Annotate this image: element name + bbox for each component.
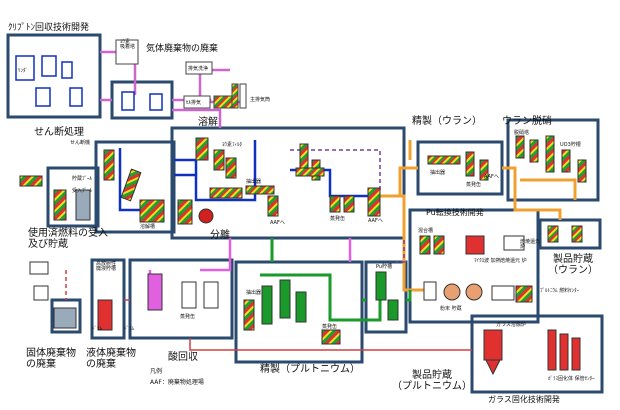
tag-extractor: 抽出器 — [246, 178, 261, 185]
tag-u-calcine: 焙焼還元 炉 — [520, 239, 541, 250]
pool-frame — [46, 166, 100, 228]
tag-aaf-b: AAFへ — [368, 218, 383, 224]
tag-main-stack: 主排気筒 — [250, 96, 270, 103]
tag-exhaust-a: 排気洗浄 — [188, 65, 208, 72]
dissolution-frame — [170, 126, 406, 240]
label-solid-waste: 固体廃棄物 の廃棄 — [26, 348, 76, 370]
u-refine-frame — [416, 140, 504, 196]
tag-uo3-storage: UO3貯槽 — [560, 141, 581, 148]
tag-u-aaf: AAFへ — [484, 174, 499, 180]
label-krypton: ｸﾘﾌﾟﾄﾝ回収技術開発 — [8, 21, 89, 33]
label-acid-recovery: 酸回収 — [168, 350, 198, 363]
label-dissolution: 溶解 — [198, 115, 218, 128]
tag-pu-center: ﾌﾟﾙﾄﾆｳﾑ 燃料ｾﾝﾀｰ — [540, 287, 580, 294]
label-spent-fuel: 使用済燃料の受入 及び貯蔵 — [28, 228, 108, 250]
tag-pu-evap: 蒸発缶 — [322, 323, 337, 330]
section-frames — [6, 33, 604, 394]
tag-denit-tank: 脱硝塔 — [514, 129, 529, 136]
tag-storage-pool: 貯蔵ﾌﾟｰﾙ — [72, 175, 93, 182]
tag-melter: ガラス溶融炉 — [496, 321, 526, 328]
tag-canister: ｶﾞﾗｽ固化体 保管ｾﾝﾀｰ — [548, 375, 595, 382]
vitrification-frame — [470, 314, 604, 394]
label-separation: 分離 — [210, 228, 230, 241]
shear-frame — [94, 140, 176, 234]
tag-iodine-filter: ﾖｳ素ﾌｨﾙﾀ — [222, 141, 243, 148]
tag-liquid-tank: 高放射性 廃液貯槽 — [96, 261, 117, 272]
acid-frame — [128, 258, 234, 340]
tag-pu-mix: 混合槽 — [418, 227, 433, 234]
label-product-storage-pu: 製品貯蔵 （プルトニウム） — [392, 370, 472, 392]
pu-conversion-frame — [408, 208, 540, 324]
label-shearing: せん断処理 — [34, 125, 84, 138]
tag-aaf-a: AAFへ — [270, 220, 285, 226]
tag-dissolver: 溶解槽 — [140, 223, 155, 230]
tag-shear-machine: せん断機 — [70, 139, 90, 146]
tag-evaporator: 蒸発缶 — [330, 215, 345, 222]
tag-krypton-tank: ﾘﾝﾀﾞ — [18, 67, 28, 74]
label-uranium-denitration: ウラン脱硝 — [502, 114, 552, 127]
tag-pu-extract: 抽出器 — [246, 289, 261, 296]
u-storage-frame — [538, 218, 602, 250]
label-refining-pu: 精製（プルトニウム） — [260, 362, 360, 375]
label-gaseous-waste: 気体廃棄物の廃棄 — [146, 42, 218, 54]
label-liquid-waste: 液体廃棄物 の廃棄 — [86, 348, 136, 370]
label-legend-aaf: AAF：廃棄物処理場 — [150, 378, 204, 386]
tag-mw-heat: ﾏｲｸﾛ波 加熱 — [474, 257, 501, 264]
tag-drum-a: ﾄﾞﾗﾑ — [92, 325, 103, 332]
tag-drum-b: ﾄﾞﾗﾑ — [124, 325, 135, 332]
tag-u-refine: 抽出器 — [430, 169, 445, 176]
equipment — [15, 39, 587, 376]
tag-receiving-pool: 受入ﾌﾟｰﾙ — [72, 187, 93, 194]
tag-pu-powder: 粉末 貯蔵 — [440, 305, 462, 312]
label-product-storage-u: 製品貯蔵 （ウラン） — [548, 254, 598, 276]
krypton-frame — [6, 33, 102, 119]
label-pu-conversion: Pu転換技術開発 — [426, 207, 484, 217]
label-legend-title: 凡例 — [150, 367, 162, 375]
tag-u-evap: 蒸発缶 — [466, 181, 481, 188]
pu-storage-frame — [364, 260, 408, 334]
tag-exhaust-b: ｾﾙ排気 — [186, 99, 201, 106]
label-vitrification: ガラス固化技術開発 — [488, 394, 560, 404]
iodine-frame — [110, 80, 174, 120]
label-refining-uranium: 精製（ウラン） — [412, 114, 482, 127]
pu-refine-frame — [234, 260, 364, 364]
tag-iodine: ﾖｳ素 吸着塔 — [120, 39, 136, 50]
tag-acid-evap: 蒸発缶 — [180, 313, 195, 320]
tag-pu-calcine: 焙焼還元 炉 — [500, 257, 527, 264]
u-denit-frame — [506, 118, 600, 202]
liquid-waste-frame — [90, 258, 126, 340]
labels-layer: ｸﾘﾌﾟﾄﾝ回収技術開発 気体廃棄物の廃棄 せん断処理 溶解 精製（ウラン） ウ… — [8, 21, 595, 404]
tag-pu-storage: Pu貯槽 — [376, 263, 392, 270]
